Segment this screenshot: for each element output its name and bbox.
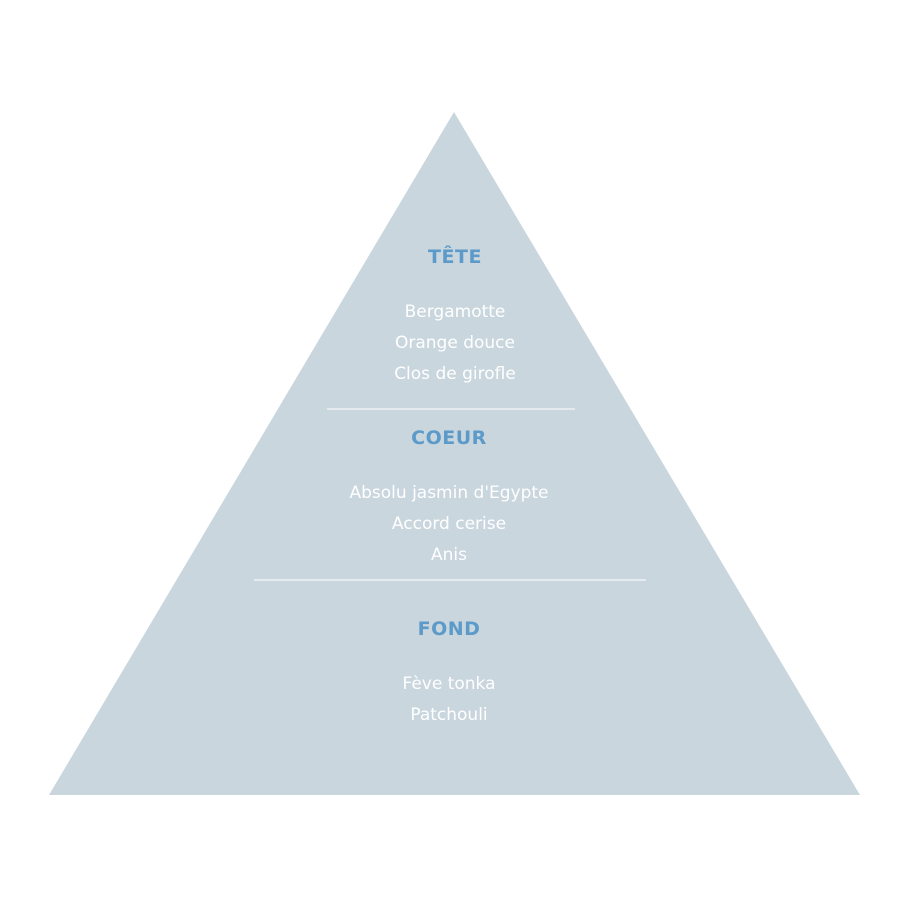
tier-title-base: FOND: [417, 618, 481, 640]
note-top-2: Orange douce: [395, 333, 515, 353]
note-heart-2: Accord cerise: [391, 514, 507, 534]
note-base-2: Patchouli: [410, 705, 488, 725]
note-base-1: Fève tonka: [402, 674, 496, 694]
tier-title-top: TÊTE: [428, 246, 482, 268]
note-heart-3: Anis: [431, 545, 467, 565]
note-top-1: Bergamotte: [404, 302, 506, 322]
note-top-3: Clos de girofle: [394, 364, 516, 384]
note-heart-1: Absolu jasmin d'Egypte: [349, 483, 549, 503]
pyramid-triangle: [49, 112, 860, 795]
tier-title-heart: COEUR: [411, 427, 487, 449]
